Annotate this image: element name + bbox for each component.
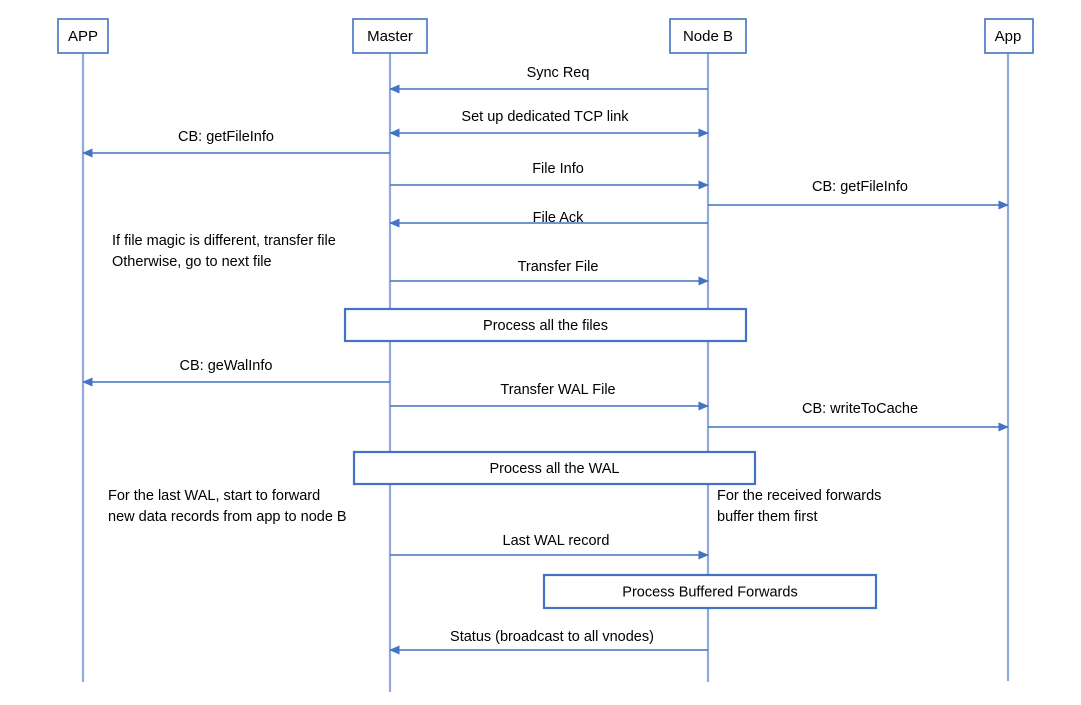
- message-label-last-wal-record: Last WAL record: [503, 533, 610, 549]
- message-label-cb-writetocache: CB: writeToCache: [802, 401, 918, 417]
- message-label-status-broadcast: Status (broadcast to all vnodes): [450, 629, 654, 645]
- note-line: new data records from app to node B: [108, 509, 347, 525]
- note-note-forwards-buffer: For the received forwards buffer them fir…: [717, 488, 881, 525]
- note-line: Otherwise, go to next file: [112, 254, 272, 270]
- actor-label-app_left: APP: [68, 28, 98, 45]
- actor-label-master: Master: [367, 28, 413, 45]
- note-line: For the last WAL, start to forward: [108, 488, 320, 504]
- message-label-transfer-file: Transfer File: [518, 259, 599, 275]
- message-label-cb-gewalinfo: CB: geWalInfo: [180, 358, 273, 374]
- message-label-cb-getfileinfo-left: CB: getFileInfo: [178, 129, 274, 145]
- note-line: buffer them first: [717, 509, 817, 525]
- process-box-process-buffered-forwards[interactable]: [542, 573, 878, 610]
- actor-box-app_right[interactable]: [984, 18, 1034, 54]
- note-note-file-magic: If file magic is different, transfer fil…: [112, 233, 336, 270]
- message-label-sync-req: Sync Req: [527, 65, 590, 81]
- actor-label-app_right: App: [995, 28, 1022, 45]
- lifelines-group: APP Master Node B App: [57, 18, 1034, 692]
- message-label-cb-getfileinfo-right: CB: getFileInfo: [812, 179, 908, 195]
- message-label-file-info: File Info: [532, 161, 584, 177]
- process-box-label-process-all-files: Process all the files: [483, 318, 608, 334]
- actor-label-node_b: Node B: [683, 28, 733, 45]
- notes-group: If file magic is different, transfer fil…: [108, 233, 881, 525]
- process-box-process-all-files[interactable]: [343, 307, 748, 343]
- actor-box-node_b[interactable]: [669, 18, 747, 54]
- note-line: If file magic is different, transfer fil…: [112, 233, 336, 249]
- actor-box-app_left[interactable]: [57, 18, 109, 54]
- process-box-process-all-wal[interactable]: [352, 450, 757, 486]
- actor-box-master[interactable]: [352, 18, 428, 54]
- note-note-last-wal: For the last WAL, start to forward new da…: [108, 488, 347, 525]
- message-label-tcp-link: Set up dedicated TCP link: [461, 109, 629, 125]
- message-label-file-ack: File Ack: [533, 210, 585, 226]
- process-box-label-process-buffered-forwards: Process Buffered Forwards: [622, 585, 797, 601]
- message-label-transfer-wal: Transfer WAL File: [500, 382, 615, 398]
- process-box-label-process-all-wal: Process all the WAL: [489, 461, 619, 477]
- note-line: For the received forwards: [717, 488, 881, 504]
